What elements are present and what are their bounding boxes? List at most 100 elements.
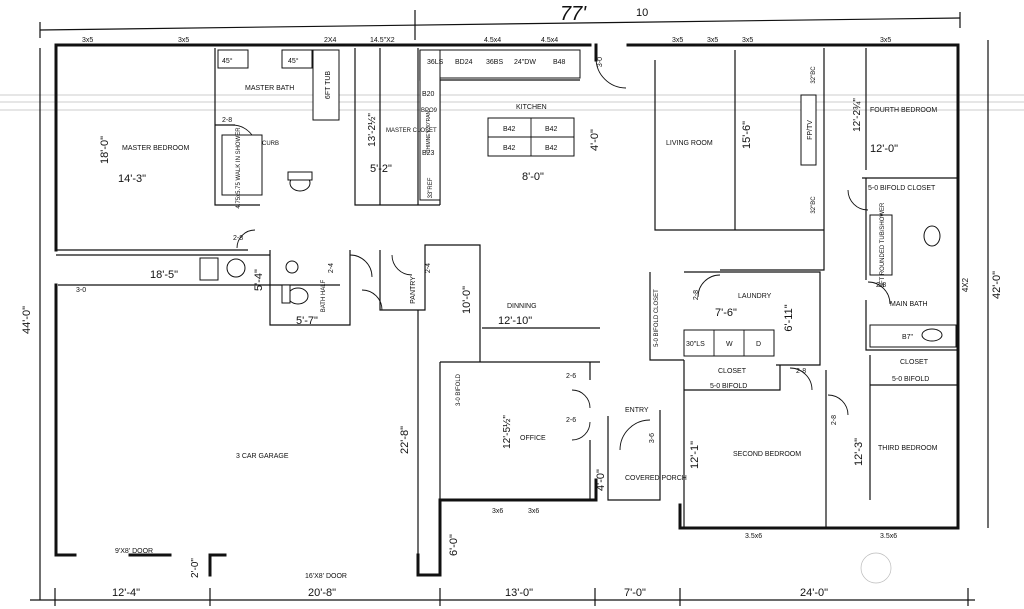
garage: 3 CAR GARAGE 22'-8" 9'X8' DOOR 16'X8' DO… — [76, 287, 460, 580]
shower-label: 5FT ROUNDED TUB/SHOWER — [880, 202, 886, 287]
tub-label: B7" — [902, 334, 914, 341]
door-label: 2-8 — [693, 290, 700, 300]
window-label: 3x5 — [82, 37, 93, 44]
scan-artifacts — [0, 94, 1024, 111]
kitchen: KITCHEN 36LS BD24 36BS 24"DW B48 B20 BPO… — [421, 59, 601, 198]
living-room: LIVING ROOM 15'-6" FP/TV 32"BC 32"BC 3-0 — [597, 57, 817, 214]
island-cab: B42 — [545, 126, 558, 133]
ref-label: 33"REF — [428, 177, 434, 198]
laundry: LAUNDRY 7'-6" 6'-11" 5-0 BIFOLD CLOSET 2… — [654, 289, 795, 348]
window-label: 3.5x6 — [745, 533, 762, 540]
room-dim-width: 5'-2" — [370, 163, 392, 175]
bottom-dim: 12'-4" — [112, 587, 140, 599]
window-markers — [75, 44, 900, 529]
dining: DINNING 12'-10" 10'-0" — [461, 286, 537, 327]
room-name: THIRD BEDROOM — [878, 445, 938, 452]
porch-dim: 4'-0" — [595, 469, 607, 491]
fourth-bedroom: FOURTH BEDROOM 12'-2¾" 12'-0" 5-0 BIFOLD… — [852, 98, 937, 192]
room-dim: 12'-3" — [853, 438, 865, 466]
interior-walls — [56, 48, 958, 555]
room-name: OFFICE — [520, 435, 546, 442]
room-name: BATH HALF — [321, 279, 327, 312]
shower-label: 4.75x5.75 WALK IN SHOWER — [236, 127, 242, 209]
corner-label: 45° — [222, 57, 233, 65]
window-label: 3x5 — [707, 37, 718, 44]
island-cab: B42 — [545, 145, 558, 152]
closet-label: 5-0 BIFOLD CLOSET — [868, 185, 936, 192]
door-label: 3-0 — [597, 57, 604, 67]
door-label: 2-6 — [566, 417, 576, 424]
main-bath: MAIN BATH 5FT ROUNDED TUB/SHOWER B7" 2-8 — [876, 202, 928, 341]
room-dim: 15'-6" — [741, 121, 753, 149]
cabinet-label: BPO9 — [421, 108, 438, 114]
door-label: 2-8 — [796, 368, 806, 375]
pantry: PANTRY 2-4 — [410, 263, 432, 304]
room-dim-width: 5'-7" — [296, 315, 318, 327]
tub-label: 6FT TUB — [325, 71, 332, 99]
window-label: 3x5 — [742, 37, 753, 44]
window-label: 3x6 — [528, 508, 539, 515]
door-label: 9'X8' DOOR — [115, 548, 153, 555]
garage-left-dim: 2'-0" — [190, 558, 201, 578]
door-label: 2-4 — [425, 263, 432, 273]
window-label: 3x5 — [672, 37, 683, 44]
laundry-item: 30"LS — [686, 341, 705, 348]
bottom-dim: 20'-8" — [308, 587, 336, 599]
cabinet-label: B20 — [422, 91, 435, 98]
room-dim: 12'-1" — [689, 441, 701, 469]
bc-label: 32"BC — [811, 66, 817, 84]
half-bath: BATH HALF 5'-4" 5'-7" 2-4 — [253, 263, 335, 327]
room-dim-height: 18'-0" — [99, 136, 111, 164]
cabinet-label: 36BS — [486, 59, 503, 66]
room-name: LAUNDRY — [738, 293, 772, 300]
room-name: FOURTH BEDROOM — [870, 107, 937, 114]
room-name: ENTRY — [625, 407, 649, 414]
room-name: MASTER CLOSET — [386, 128, 437, 134]
closet-gap-dim: 6'-0" — [448, 534, 460, 556]
island-dim: 8'-0" — [522, 171, 544, 183]
room-dim-height: 22'-8" — [399, 426, 411, 454]
overall-width-label: 77' — [560, 3, 587, 25]
room-name: MAIN BATH — [890, 301, 928, 308]
room-dim: 12'-5½" — [502, 415, 513, 449]
overall-depth-right-label: 42'-0" — [991, 271, 1003, 299]
chimney-label: CHIMNEY 30"RAN — [426, 110, 432, 153]
door-label: 2-8 — [876, 282, 886, 289]
master-bath: MASTER BATH 6FT TUB 45° 45° 4.75x5.75 WA… — [222, 57, 332, 209]
cabinet-label: 36LS — [427, 59, 444, 66]
laundry-item: W — [726, 341, 733, 348]
room-name: MASTER BATH — [245, 85, 294, 92]
island-cab: B42 — [503, 126, 516, 133]
door-label: 2-4 — [328, 263, 335, 273]
room-dim-height: 10'-0" — [461, 286, 473, 314]
hall: 18'-5" 2-8 2-8 — [150, 117, 243, 281]
door-label: 2-8 — [233, 235, 243, 242]
closet-label: 5-0 BIFOLD CLOSET — [654, 289, 660, 347]
room-name: LIVING ROOM — [666, 140, 713, 147]
corner-label: 45° — [288, 57, 299, 65]
door-label: 2-6 — [566, 373, 576, 380]
overall-depth-label: 44'-0" — [21, 306, 33, 334]
room-dim-width: 14'-3" — [118, 173, 146, 185]
porch-name: COVERED PORCH — [625, 475, 687, 482]
fireplace-label: FP/TV — [807, 120, 814, 140]
door-label: 3-6 — [649, 433, 656, 443]
room-name: DINNING — [507, 303, 537, 310]
room-dim-height: 13'-2½" — [367, 113, 378, 147]
bc-label: 32"BC — [811, 196, 817, 214]
room-name: PANTRY — [410, 276, 417, 304]
room-dim-width: 7'-6" — [715, 307, 737, 319]
window-label: 3x5 — [178, 37, 189, 44]
closet-door-label: 5-0 BIFOLD — [892, 376, 929, 383]
cabinet-label: B23 — [422, 150, 435, 157]
window-label: 3.5x6 — [880, 533, 897, 540]
window-label: 3x5 — [880, 37, 891, 44]
office: OFFICE 12'-5½" 3-0 BIFOLD 2-6 2-6 — [456, 373, 576, 449]
door-label: 2-8 — [831, 415, 838, 425]
second-bedroom: SECOND BEDROOM 12'-1" CLOSET 5-0 BIFOLD … — [689, 368, 806, 469]
master-closet: MASTER CLOSET 13'-2½" 5'-2" — [367, 113, 437, 175]
room-name: MASTER BEDROOM — [122, 145, 189, 152]
hall-dim: 18'-5" — [150, 269, 178, 281]
room-name: KITCHEN — [516, 104, 547, 111]
